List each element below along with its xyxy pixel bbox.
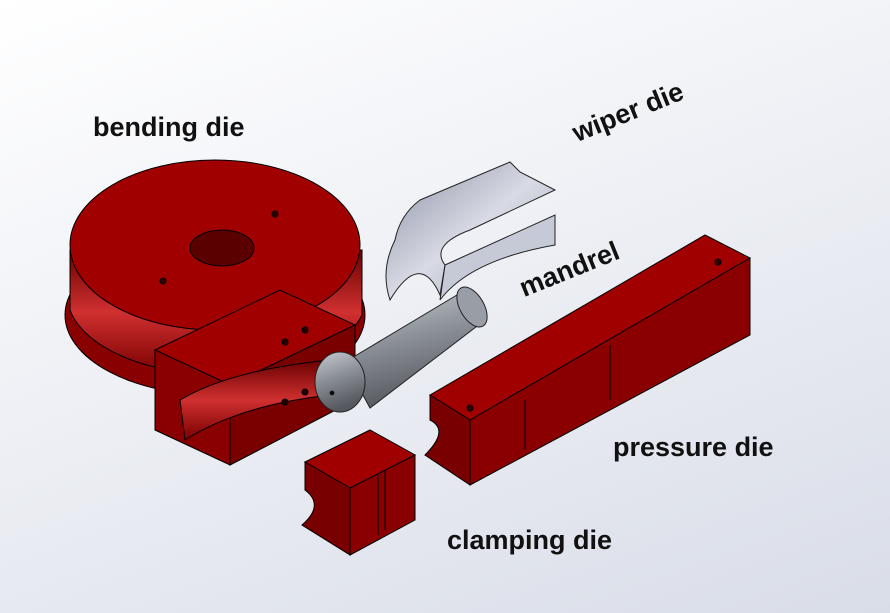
label-clamping-die: clamping die [447, 525, 613, 555]
clamping-die [301, 429, 417, 556]
wiper-die [385, 161, 557, 302]
pressure-die [424, 234, 752, 486]
label-bending-die: bending die [93, 112, 245, 142]
mandrel [314, 286, 488, 413]
label-pressure-die: pressure die [613, 432, 774, 462]
bending-die [64, 159, 366, 466]
